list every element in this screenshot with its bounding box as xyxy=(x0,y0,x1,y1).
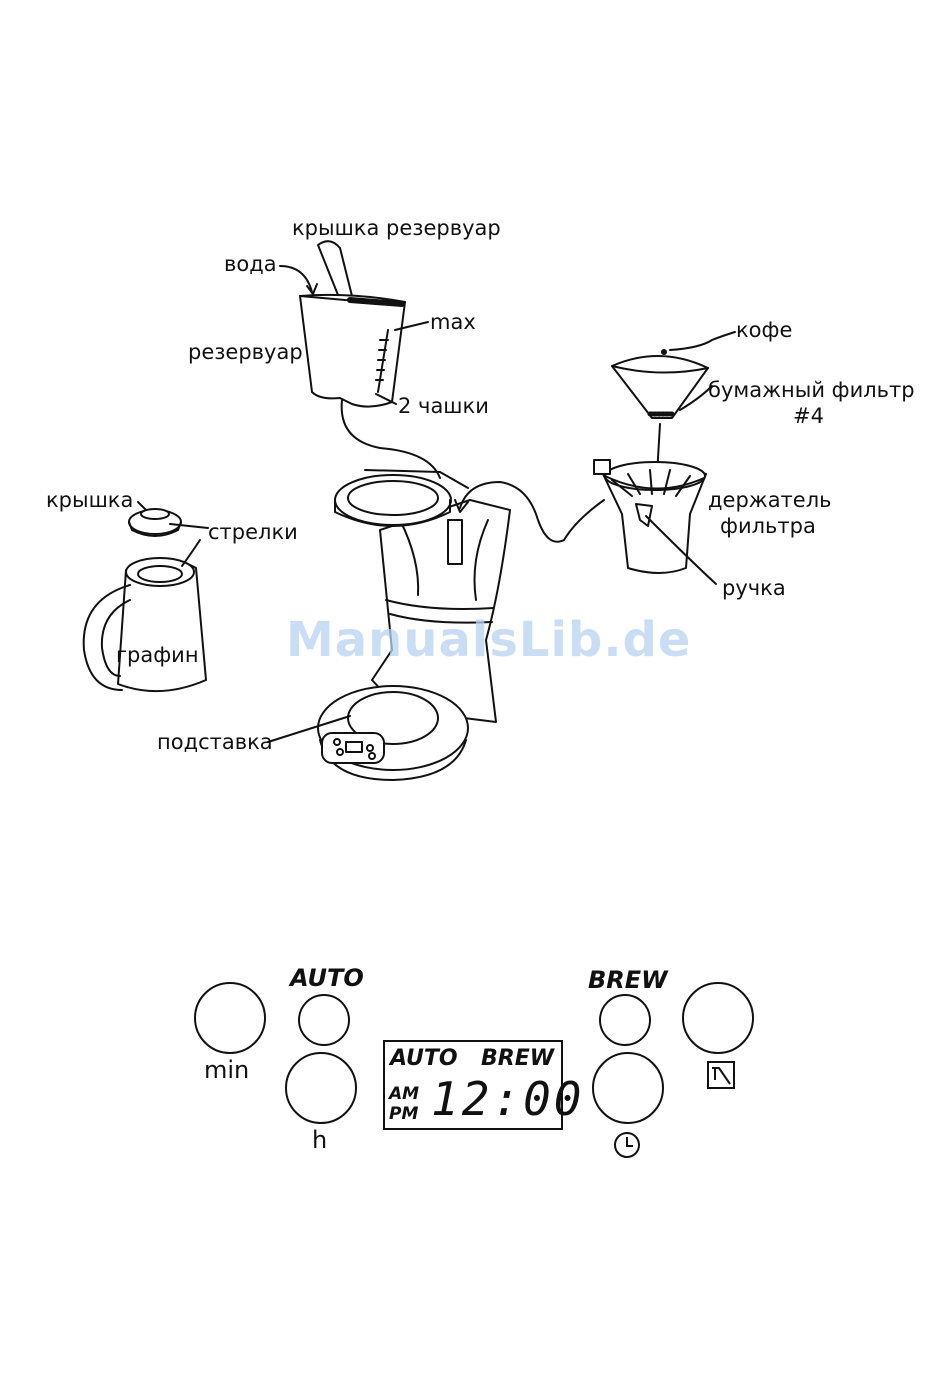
lcd-display: AUTO BREW AM PM 12:00 xyxy=(383,1040,563,1130)
lcd-auto: AUTO xyxy=(390,1046,458,1071)
lcd-brew: BREW xyxy=(481,1046,554,1071)
clock-icon xyxy=(612,1130,642,1160)
label-reservoir: резервуар xyxy=(188,342,303,363)
label-paper-filter: бумажный фильтр xyxy=(708,380,915,401)
lcd-pm: PM xyxy=(389,1104,419,1124)
min-label: min xyxy=(204,1058,249,1082)
brew-label: BREW xyxy=(588,968,668,992)
brew-strength-button[interactable] xyxy=(682,982,754,1054)
min-button[interactable] xyxy=(194,982,266,1054)
lcd-time: 12:00 xyxy=(431,1076,584,1122)
filter-holder-drawing xyxy=(594,460,706,573)
label-filter-holder: держатель xyxy=(708,490,832,511)
watermark: ManualsLib.de xyxy=(286,612,691,668)
label-reservoir-lid: крышка резервуар xyxy=(292,218,501,239)
label-max: max xyxy=(430,312,476,333)
label-paper-filter-size: #4 xyxy=(793,406,824,427)
clock-button[interactable] xyxy=(592,1052,664,1124)
water-arrow xyxy=(280,266,312,292)
label-arrows: стрелки xyxy=(208,522,298,543)
auto-button[interactable] xyxy=(298,994,350,1046)
brew-strength-icon xyxy=(706,1060,736,1090)
auto-label: AUTO xyxy=(290,966,364,990)
hour-button[interactable] xyxy=(285,1052,357,1124)
lcd-am: AM xyxy=(389,1084,419,1104)
label-filter-holder-2: фильтра xyxy=(720,516,816,537)
reservoir-drawing xyxy=(300,241,405,406)
label-base: подставка xyxy=(157,732,273,753)
label-water: вода xyxy=(224,254,277,275)
h-label: h xyxy=(312,1128,327,1152)
label-two-cups: 2 чашки xyxy=(398,396,489,417)
filter-drawing xyxy=(612,350,708,418)
label-handle: ручка xyxy=(722,578,786,599)
label-coffee: кофе xyxy=(736,320,792,341)
label-carafe: графин xyxy=(116,645,199,666)
brew-button[interactable] xyxy=(599,994,651,1046)
label-lid: крышка xyxy=(46,490,133,511)
